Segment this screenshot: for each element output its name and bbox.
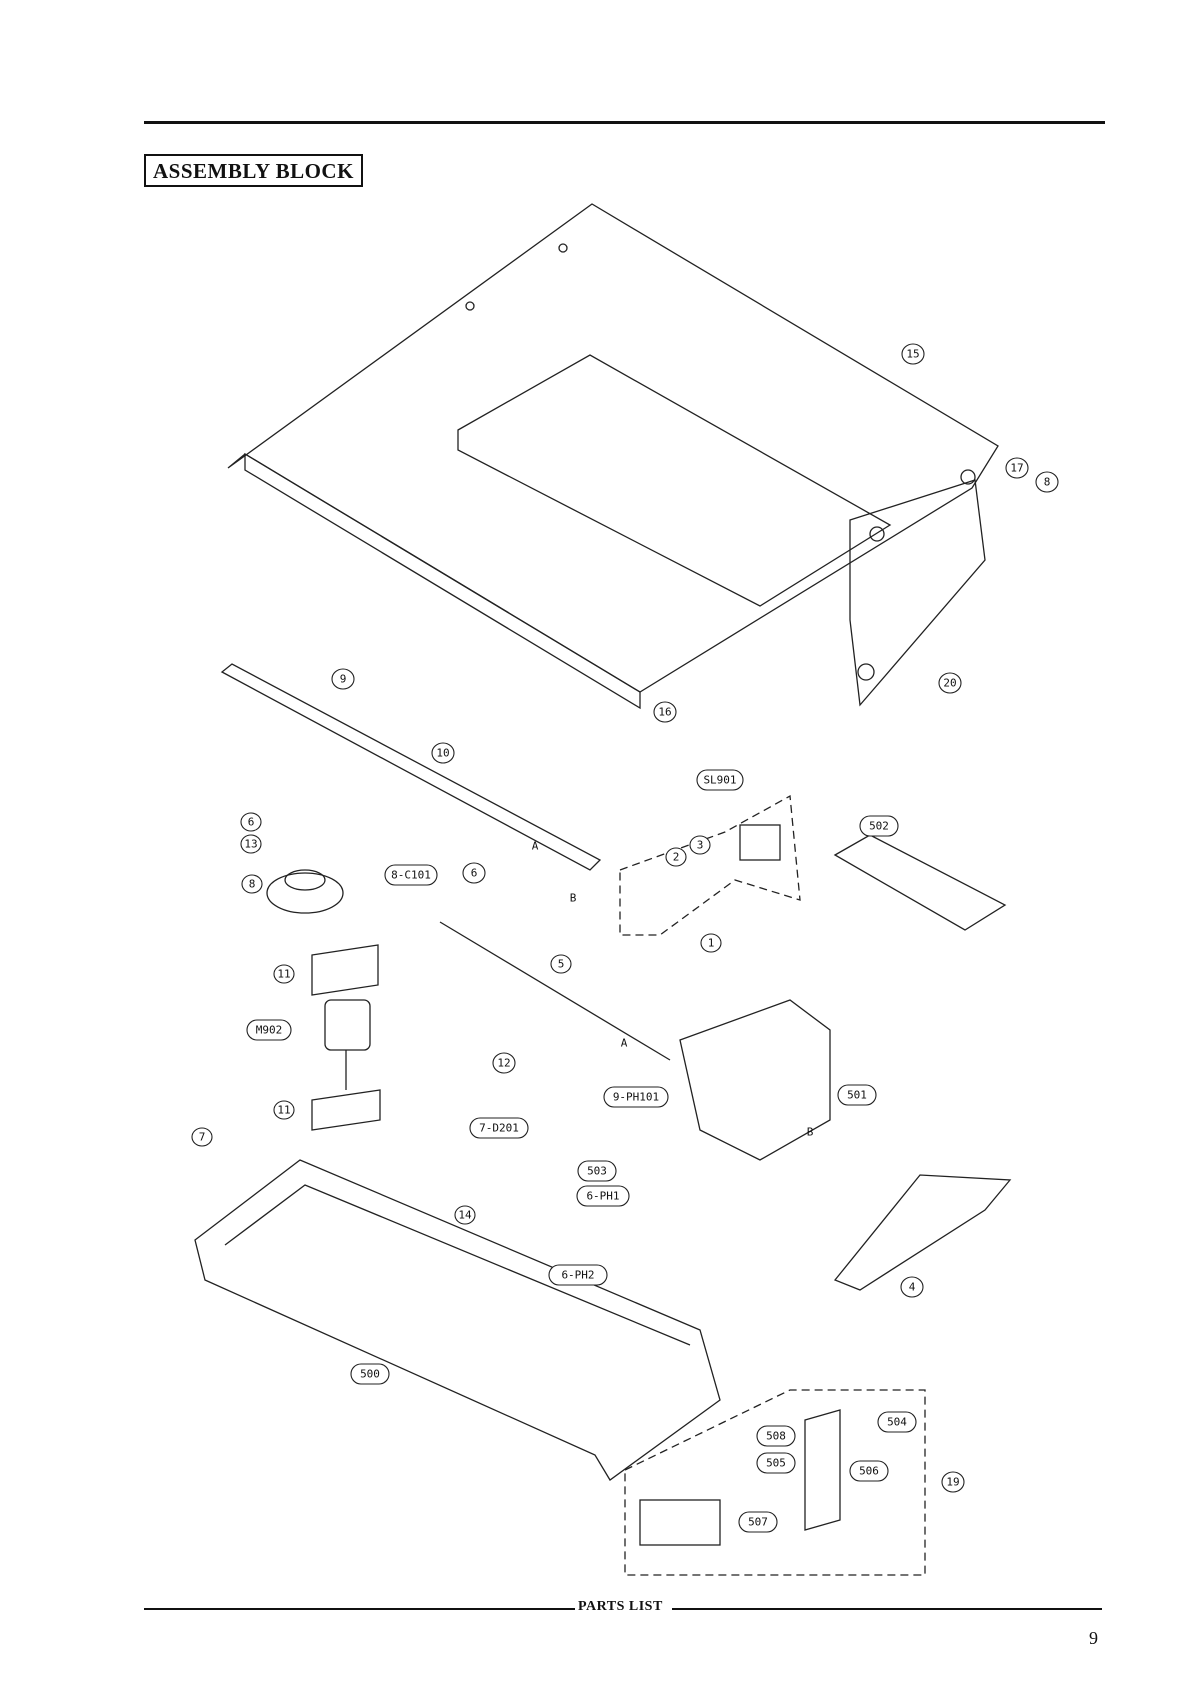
callout-2-text: 2 — [673, 851, 680, 864]
callout-9-text: 9 — [340, 673, 347, 686]
callout-16-text: 16 — [658, 706, 671, 719]
callout-c101-text: 8-C101 — [391, 869, 431, 882]
footer-rule-right — [672, 1608, 1102, 1610]
callout-20-text: 20 — [943, 677, 956, 690]
page-number: 9 — [1089, 1628, 1098, 1649]
solenoid-group-box — [620, 796, 800, 935]
callout-11a-text: 11 — [277, 968, 290, 981]
cover-hole-1 — [559, 244, 567, 252]
footer-rule-left — [144, 1608, 576, 1610]
callout-17-text: 17 — [1010, 462, 1023, 475]
callout-506-text: 506 — [859, 1465, 879, 1478]
plate-502 — [835, 835, 1005, 930]
shaft — [440, 922, 670, 1060]
callout-ph2-text: 6-PH2 — [561, 1269, 594, 1282]
callout-504-text: 504 — [887, 1416, 907, 1429]
callout-12-text: 12 — [497, 1057, 510, 1070]
callout-ph1-text: 6-PH1 — [586, 1190, 619, 1203]
callout-15-text: 15 — [906, 348, 919, 361]
lever-4 — [835, 1175, 1010, 1290]
cover-hole-2 — [466, 302, 474, 310]
callout-5-text: 5 — [558, 958, 565, 971]
callout-13-text: 13 — [244, 838, 257, 851]
bracket-hole — [858, 664, 874, 680]
marker-b-rail-text: B — [570, 892, 577, 905]
top-cover-outline — [228, 204, 998, 692]
callout-8b-text: 8 — [249, 878, 256, 891]
gear — [267, 873, 343, 913]
callout-8a-text: 8 — [1044, 476, 1051, 489]
callout-4-text: 4 — [909, 1281, 916, 1294]
callout-11b-text: 11 — [277, 1104, 290, 1117]
callout-7-text: 7 — [199, 1131, 206, 1144]
callout-3-text: 3 — [697, 839, 704, 852]
marker-b-block-text: B — [807, 1126, 814, 1139]
callout-6b-text: 6 — [471, 867, 478, 880]
top-cover-front-face — [245, 454, 640, 708]
callout-507-text: 507 — [748, 1516, 768, 1529]
callout-500-text: 500 — [360, 1368, 380, 1381]
motor-mount-upper — [312, 945, 378, 995]
callout-m902-text: M902 — [256, 1024, 283, 1037]
part-506-frame — [805, 1410, 840, 1530]
callout-1-text: 1 — [708, 937, 715, 950]
callout-ph101-text: 9-PH101 — [613, 1091, 659, 1104]
callout-505-text: 505 — [766, 1457, 786, 1470]
motor-mount-lower — [312, 1090, 380, 1130]
marker-a-shaft-text: A — [621, 1037, 628, 1050]
part-507-base — [640, 1500, 720, 1545]
footer-label: PARTS LIST — [575, 1599, 666, 1615]
motor-body — [325, 1000, 370, 1050]
callout-14-text: 14 — [458, 1209, 472, 1222]
callout-501-text: 501 — [847, 1089, 867, 1102]
callout-sl901-text: SL901 — [703, 774, 736, 787]
guide-rail — [222, 664, 600, 870]
callout-19-text: 19 — [946, 1476, 959, 1489]
callout-508-text: 508 — [766, 1430, 786, 1443]
callout-6a-text: 6 — [248, 816, 255, 829]
top-cover-window — [458, 355, 890, 606]
callout-503-text: 503 — [587, 1165, 607, 1178]
solenoid-body — [740, 825, 780, 860]
marker-a-rail-text: A — [532, 840, 539, 853]
callout-10-text: 10 — [436, 747, 449, 760]
callout-d201-text: 7-D201 — [479, 1122, 519, 1135]
callout-502-text: 502 — [869, 820, 889, 833]
cover-screw-hole-left — [870, 527, 884, 541]
